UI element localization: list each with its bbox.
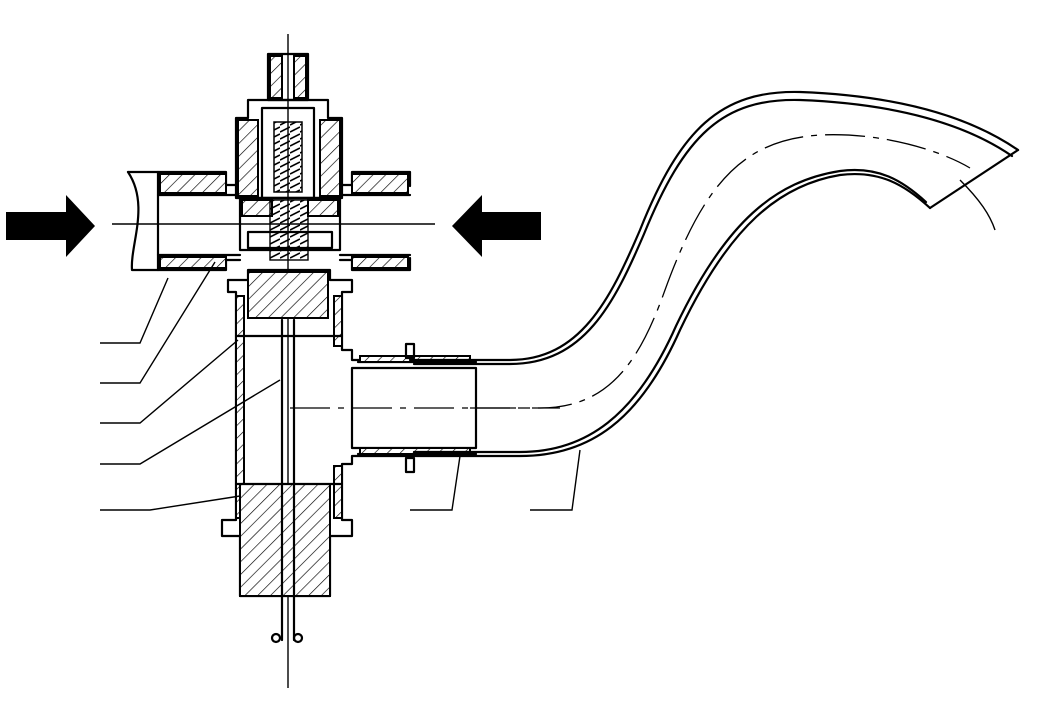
curved-spout [408, 90, 1020, 458]
leader-3 [100, 339, 239, 424]
left-inlet-arrow [6, 195, 95, 257]
valve-body [220, 268, 412, 644]
right-inlet-arrow [452, 195, 541, 257]
leader-5 [100, 495, 241, 511]
leader-6 [410, 455, 461, 511]
leader-1 [100, 277, 169, 344]
thermostatic-cartridge [234, 52, 344, 261]
leader-lines [100, 261, 581, 511]
leader-2 [100, 261, 216, 384]
horizontal-inlet-pipe [126, 170, 412, 272]
leader-4 [100, 379, 281, 465]
leader-7 [530, 449, 581, 511]
